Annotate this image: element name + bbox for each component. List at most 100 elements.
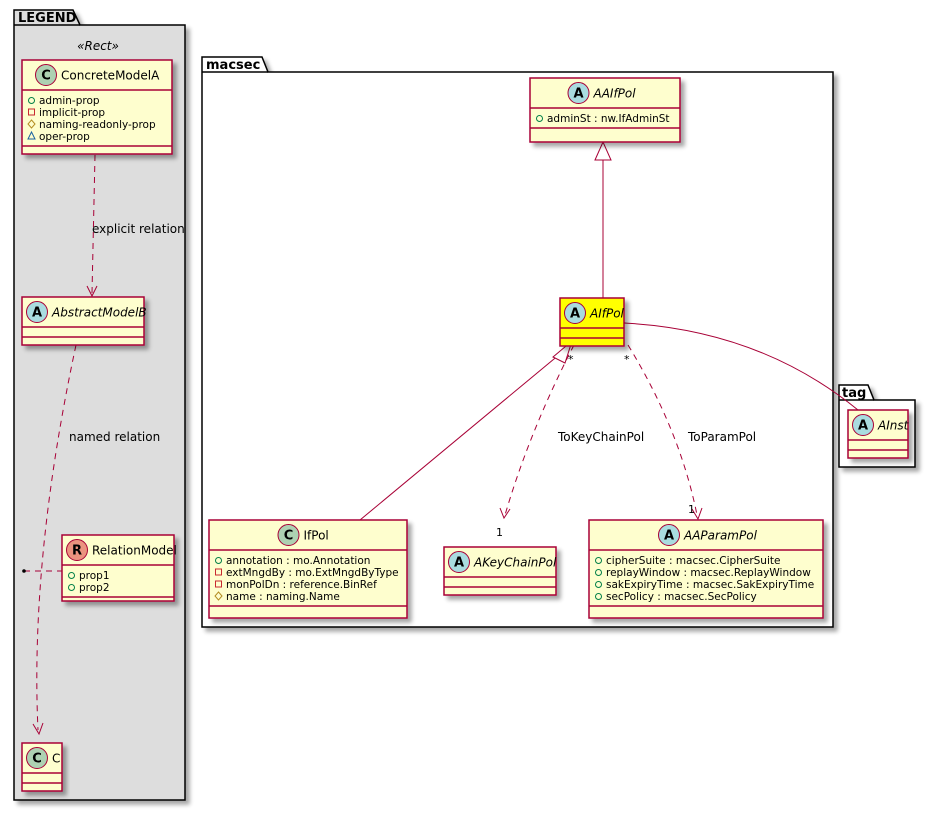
- package-macsec-frame: [201, 56, 834, 628]
- package-macsec-title: macsec: [206, 58, 260, 73]
- class-attribute: secPolicy : macsec.SecPolicy: [606, 591, 757, 603]
- multiplicity-star-param: *: [624, 353, 630, 366]
- class-attribute: extMngdBy : mo.ExtMngdByType: [226, 567, 399, 579]
- class-attribute: monPolDn : reference.BinRef: [226, 579, 377, 591]
- class-name: AbstractModelB: [51, 306, 147, 320]
- class-stereotype-icon: [26, 747, 48, 769]
- visibility-public-icon: [68, 584, 75, 591]
- generalization-arrow-aaifpol: [594, 140, 612, 161]
- visibility-public-icon: [28, 97, 35, 104]
- class-stereotype-icon: [35, 64, 57, 86]
- class-attribute: name : naming.Name: [226, 591, 340, 603]
- visibility-private-icon: [215, 580, 222, 588]
- stereotype-letter: A: [570, 307, 580, 322]
- visibility-public-icon: [215, 557, 222, 564]
- multiplicity-one-param: 1: [688, 503, 695, 516]
- visibility-package-icon: [27, 130, 36, 140]
- label-explicit-relation: explicit relation: [92, 222, 185, 236]
- class-abstract-model-b[interactable]: A AbstractModelB: [21, 296, 147, 346]
- abstract-stereotype-icon: [567, 82, 590, 104]
- class-attribute: sakExpiryTime : macsec.SakExpiryTime: [606, 579, 814, 591]
- abstract-stereotype-icon: [564, 302, 586, 324]
- multiplicity-star-keychain: *: [568, 353, 574, 366]
- stereotype-letter: A: [573, 87, 583, 102]
- edge-aifpol-composition-ainst[interactable]: [623, 322, 859, 411]
- stereotype-letter: R: [72, 544, 82, 559]
- visibility-public-icon: [595, 581, 602, 588]
- class-attribute: admin-prop: [39, 95, 100, 107]
- package-macsec: macsec: [201, 56, 834, 628]
- visibility-private-icon: [28, 108, 35, 116]
- visibility-private-icon: [215, 568, 222, 576]
- stereotype-letter: C: [41, 69, 51, 84]
- class-aifpol[interactable]: A AIfPol: [559, 297, 625, 347]
- class-ifpol[interactable]: C IfPol annotation : mo.AnnotationextMngdB…: [208, 519, 408, 619]
- class-name: ConcreteModelA: [61, 69, 160, 83]
- class-name: IfPol: [304, 529, 329, 543]
- class-box: [21, 59, 173, 155]
- arrowhead-to-param-pol: [691, 507, 703, 521]
- class-attribute: prop2: [79, 582, 110, 594]
- abstract-stereotype-icon: [852, 414, 874, 436]
- class-name: AInst: [877, 419, 910, 433]
- abstract-stereotype-icon: [26, 301, 48, 323]
- class-attribute: annotation : mo.Annotation: [226, 555, 370, 567]
- package-tag-title: tag: [842, 386, 866, 401]
- package-legend-title: LEGEND: [18, 11, 77, 26]
- multiplicity-one-keychain: 1: [496, 526, 503, 539]
- class-attribute: prop1: [79, 570, 110, 582]
- visibility-protected-icon: [214, 591, 223, 601]
- stereotype-letter: C: [284, 529, 294, 544]
- class-attribute: replayWindow : macsec.ReplayWindow: [606, 567, 811, 579]
- visibility-public-icon: [595, 557, 602, 564]
- edge-to-key-chain-pol[interactable]: [504, 344, 575, 516]
- class-attribute: adminSt : nw.IfAdminSt: [547, 113, 670, 125]
- class-attribute: naming-readonly-prop: [39, 119, 156, 131]
- stereotype-letter: A: [32, 306, 42, 321]
- class-attribute: oper-prop: [39, 131, 90, 143]
- abstract-stereotype-icon: [448, 551, 470, 573]
- package-legend: LEGEND «Rect»: [13, 9, 186, 801]
- class-box: [529, 77, 681, 143]
- edge-ifpol-generalizes-aifpol[interactable]: [359, 353, 561, 521]
- package-legend-frame: [13, 9, 186, 801]
- class-name: RelationModel: [92, 544, 177, 558]
- relation-stereotype-icon: [66, 539, 88, 561]
- edges: [22, 140, 859, 736]
- abstract-stereotype-icon: [658, 524, 680, 546]
- edge-to-param-pol[interactable]: [627, 344, 698, 516]
- class-name: AAParamPol: [683, 529, 758, 543]
- class-name: AIfPol: [589, 307, 625, 321]
- visibility-public-icon: [595, 593, 602, 600]
- class-box: [208, 519, 408, 619]
- arrowhead-to-key-chain-pol: [499, 507, 511, 520]
- visibility-public-icon: [595, 569, 602, 576]
- visibility-protected-icon: [27, 119, 36, 129]
- class-aaifpol[interactable]: A AAIfPol adminSt : nw.IfAdminSt: [529, 77, 681, 143]
- edge-explicit-relation[interactable]: [91, 154, 96, 294]
- class-stereotype-icon: [277, 524, 300, 546]
- class-name: C: [52, 752, 60, 766]
- legend-stereotype: «Rect»: [77, 39, 119, 53]
- stereotype-letter: A: [664, 529, 674, 544]
- edge-named-relation[interactable]: [36, 344, 77, 731]
- class-name: AKeyChainPol: [473, 556, 557, 570]
- arrowhead-named-relation: [32, 722, 44, 736]
- label-named-relation: named relation: [69, 430, 160, 444]
- relation-junction-dot: [22, 569, 26, 573]
- visibility-public-icon: [536, 115, 543, 122]
- label-to-key-chain-pol: ToKeyChainPol: [557, 430, 644, 444]
- arrowhead-explicit-relation: [86, 285, 98, 298]
- visibility-public-icon: [68, 572, 75, 579]
- class-name: AAIfPol: [593, 87, 637, 101]
- label-to-param-pol: ToParamPol: [687, 430, 756, 444]
